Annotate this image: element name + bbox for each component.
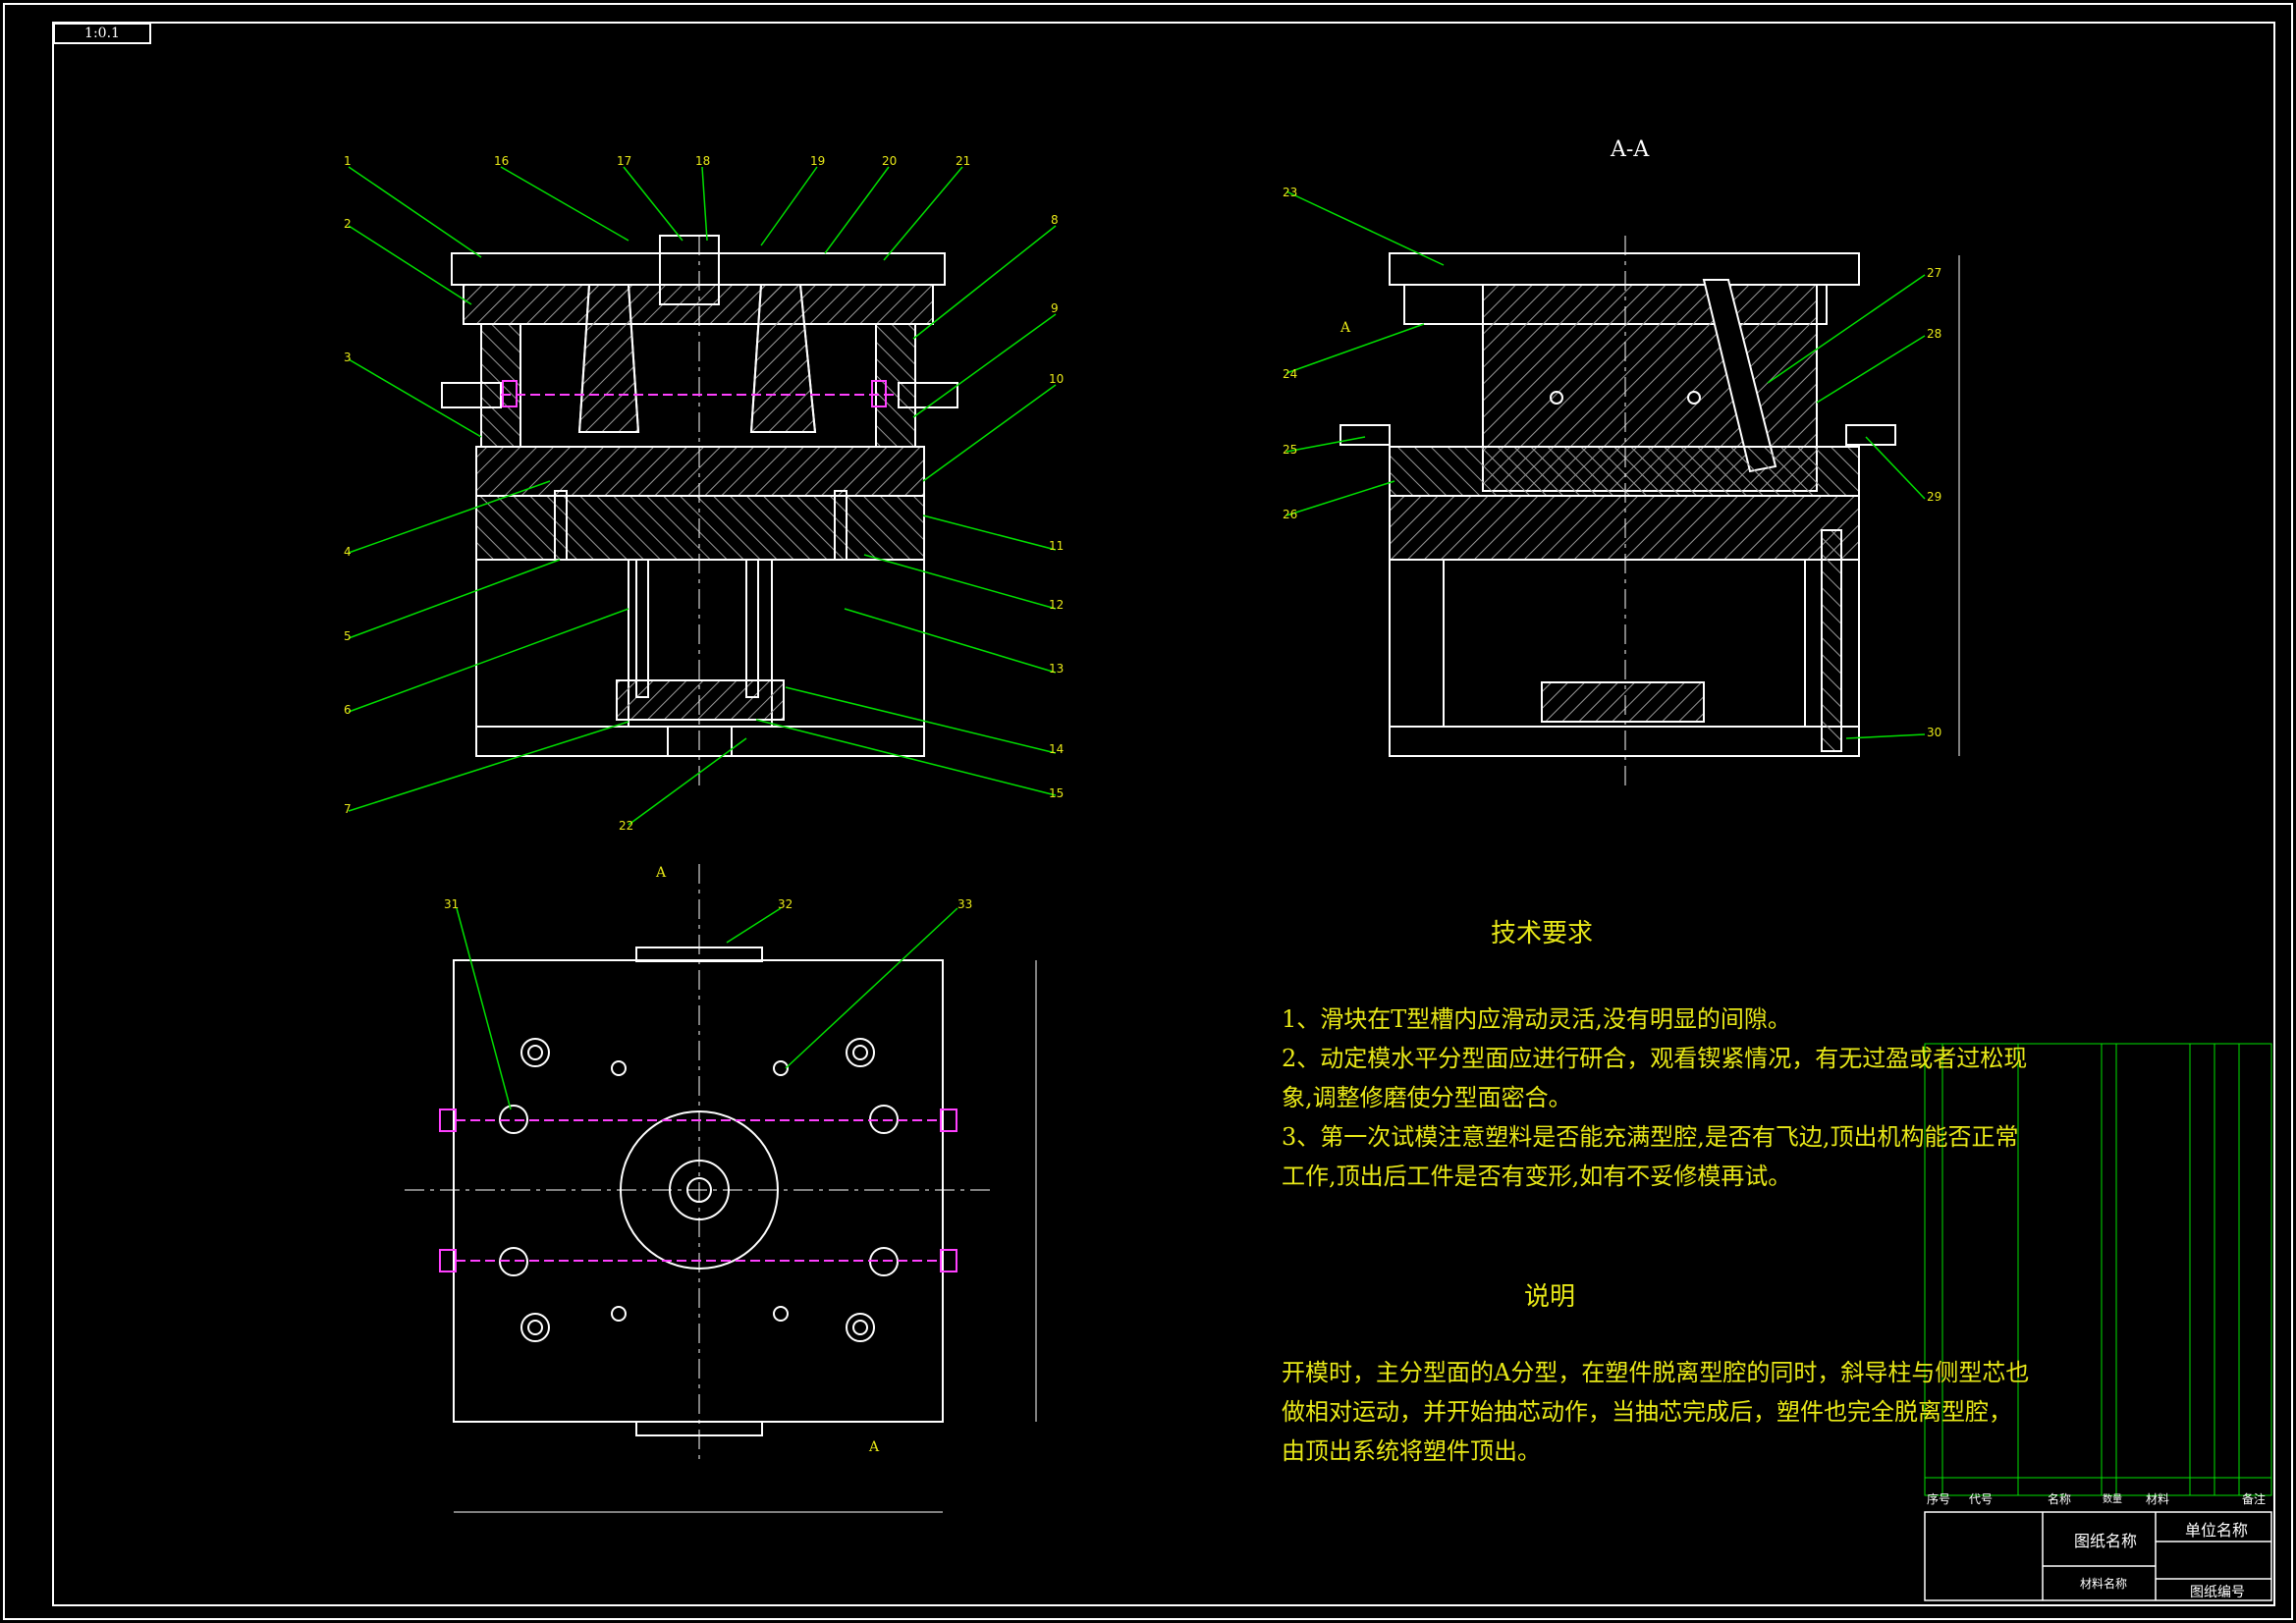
part-number: 18 [695,154,710,168]
section-view [1339,236,1960,785]
part-number: 13 [1049,662,1064,676]
tech-requirements-title: 技术要求 [1491,919,1594,948]
parts-header-seq: 序号 [1927,1492,1951,1506]
tech-requirement-line: 3、第一次试模注意塑料是否能充满型腔,是否有飞边,顶出机构能否正常 [1282,1123,2019,1151]
part-number: 14 [1049,742,1064,756]
description-line: 做相对运动，并开始抽芯动作，当抽芯完成后，塑件也完全脱离型腔， [1282,1398,2012,1426]
drawing-number: 图纸编号 [2190,1585,2245,1600]
section-view-part-numbers: 23 24 25 26 27 28 29 30 [1283,186,1941,739]
sprue-bushing [659,235,720,305]
part-number: 9 [1051,301,1059,315]
part-number: 17 [617,154,631,168]
part-number: 24 [1283,367,1297,381]
part-number: 20 [882,154,897,168]
part-number: 7 [344,802,352,816]
part-number: 4 [344,545,352,559]
title-block-grid [1924,1511,2272,1601]
parts-header-qty: 数量 [2103,1494,2122,1505]
plan-view-cooling [439,1109,957,1272]
part-number: 28 [1927,327,1941,341]
plan-view-leaders [456,907,958,1110]
parts-header-material: 材料 [2146,1492,2170,1506]
parts-header-note: 备注 [2242,1492,2267,1506]
section-title: A-A [1611,137,1650,162]
section-markers: A A A [655,320,1351,1455]
parts-list-grid [1924,1043,2272,1496]
moving-plate [475,446,925,497]
part-number: 26 [1283,508,1297,521]
description-line: 开模时，主分型面的A分型，在塑件脱离型腔的同时，斜导柱与侧型芯也 [1282,1359,2030,1386]
part-number: 27 [1927,266,1941,280]
part-number: 33 [957,897,972,911]
part-number: 21 [956,154,970,168]
drawing-name: 图纸名称 [2074,1532,2138,1550]
top-clamp-plate [451,252,946,286]
part-number: 19 [810,154,825,168]
front-view [441,235,958,785]
section-view-leaders [1285,190,1926,739]
part-number: 10 [1049,372,1064,386]
spacer-block-right [771,559,925,728]
part-number: 6 [344,703,352,717]
right-slide [875,323,916,448]
part-number: 5 [344,629,352,643]
parts-header-code: 代号 [1969,1492,1994,1506]
part-number: 32 [778,897,793,911]
bottom-clamp-plate [475,726,925,757]
front-view-part-numbers: 1 2 3 4 5 6 7 16 17 18 19 20 21 8 9 10 1… [344,154,1064,833]
company-name: 单位名称 [2185,1521,2249,1540]
part-number: 12 [1049,598,1064,612]
inner-border [52,22,2275,1606]
part-number: 3 [344,351,352,364]
part-number: 22 [619,819,633,833]
part-number: 15 [1049,786,1064,800]
left-slide [480,323,521,448]
front-view-leaders [348,166,1057,826]
section-marker-a-bottom: A [868,1439,880,1455]
spacer-block-left [475,559,629,728]
tech-requirement-line: 2、动定模水平分型面应进行研合，观看锲紧情况，有无过盈或者过松现 [1282,1045,2028,1072]
section-marker-a-top: A [655,865,667,881]
part-number: 2 [344,217,352,231]
part-number: 30 [1927,726,1941,739]
plan-view-part-numbers: 31 32 33 [444,897,972,911]
part-number: 11 [1049,539,1064,553]
support-plate [475,495,925,561]
section-marker-a: A [1339,320,1351,336]
part-number: 31 [444,897,459,911]
description-title: 说明 [1524,1282,1576,1312]
tech-requirement-line: 象,调整修磨使分型面密合。 [1282,1084,1572,1111]
part-number: 25 [1283,443,1297,457]
tech-requirement-line: 工作,顶出后工件是否有变形,如有不妥修模再试。 [1282,1163,1792,1190]
material-name: 材料名称 [2080,1577,2128,1591]
plan-view [405,864,1037,1513]
part-number: 23 [1283,186,1297,199]
part-number: 16 [494,154,509,168]
part-number: 29 [1927,490,1941,504]
part-number: 1 [344,154,352,168]
part-number: 8 [1051,213,1059,227]
ejector-retainer [616,679,785,721]
parts-header-name: 名称 [2048,1492,2072,1506]
outer-border [3,3,2293,1620]
tech-requirement-line: 1、滑块在T型槽内应滑动灵活,没有明显的间隙。 [1282,1005,1791,1033]
description-line: 由顶出系统将塑件顶出。 [1282,1437,1541,1465]
